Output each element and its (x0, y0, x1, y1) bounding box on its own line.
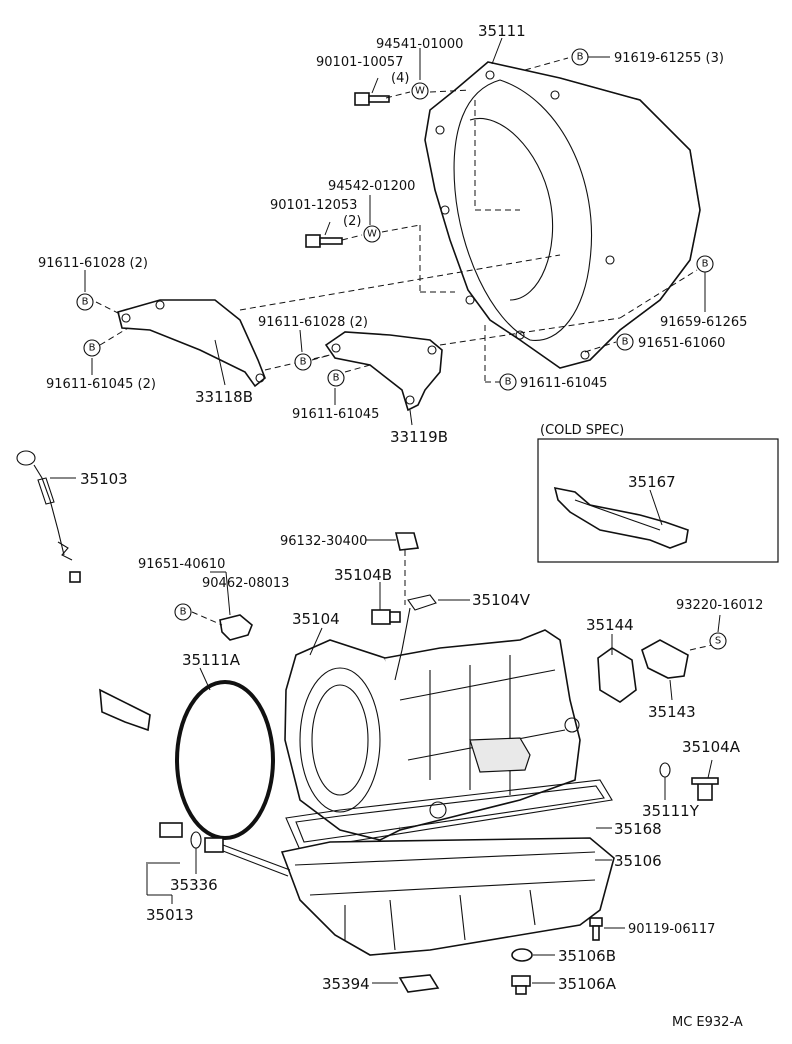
o-ring-35336 (190, 831, 202, 849)
dipstick-35103 (16, 450, 73, 561)
label-35111y: 35111Y (642, 802, 700, 820)
label-35104a: 35104A (682, 738, 741, 756)
label-91611-61028-b: 91611-61028 (2) (258, 315, 368, 330)
label-35111a: 35111A (182, 651, 241, 669)
plate-35144 (597, 647, 637, 703)
label-90101-10057: 90101-10057 (316, 55, 403, 70)
label-35106: 35106 (614, 852, 662, 870)
label-91611-61028-a: 91611-61028 (2) (38, 256, 148, 271)
label-91611-61045-a: 91611-61045 (2) (46, 377, 156, 392)
clamp-90462-08013 (219, 614, 253, 641)
circle-symbol-b: B (571, 48, 589, 66)
label-91611-61045-b: 91611-61045 (292, 407, 379, 422)
plate-35167 (553, 486, 689, 549)
circle-symbol-b: B (616, 333, 634, 351)
circle-symbol-b: B (499, 373, 517, 391)
hose-fitting (204, 837, 291, 877)
symbol-letter: B (82, 297, 89, 308)
bracket-33118b (117, 299, 266, 388)
sensor-35104b (371, 609, 401, 625)
symbol-letter: S (715, 636, 721, 647)
label-94542-01200: 94542-01200 (328, 179, 415, 194)
o-ring-35111y (659, 762, 671, 778)
label-35168: 35168 (614, 820, 662, 838)
label-35013: 35013 (146, 906, 194, 924)
label-35394: 35394 (322, 975, 370, 993)
label-91611-61045-c: 91611-61045 (520, 376, 607, 391)
symbol-letter: B (180, 607, 187, 618)
symbol-letter: B (622, 337, 629, 348)
o-ring-35111a (175, 680, 275, 840)
label-90462-08013: 90462-08013 (202, 576, 289, 591)
label-91651-61060: 91651-61060 (638, 336, 725, 351)
bell-housing-35111 (424, 61, 701, 369)
clip-96132-30400 (394, 532, 420, 551)
label-90101-12053: 90101-12053 (270, 198, 357, 213)
label-35111: 35111 (478, 22, 526, 40)
cold-spec-box (537, 438, 779, 563)
bolt-90101-12053 (305, 234, 343, 248)
label-35104b: 35104B (334, 566, 392, 584)
circle-symbol-b: B (696, 255, 714, 273)
circle-symbol-b: B (294, 353, 312, 371)
label-91619-61255: 91619-61255 (3) (614, 51, 724, 66)
bolt-90119-06117 (589, 917, 603, 941)
circle-symbol-w: W (411, 82, 429, 100)
leader-lines (50, 37, 721, 984)
label-91651-40610: 91651-40610 (138, 557, 225, 572)
label-footer-code: MC E932-A (672, 1015, 743, 1030)
circle-symbol-w: W (363, 225, 381, 243)
circle-symbol-b: B (327, 369, 345, 387)
label-35144: 35144 (586, 616, 634, 634)
symbol-letter: B (702, 259, 709, 270)
washer-35106b (511, 948, 533, 962)
circle-symbol-b: B (83, 339, 101, 357)
label-35336: 35336 (170, 876, 218, 894)
label-91659-61265: 91659-61265 (660, 315, 747, 330)
bracket-33119b (324, 331, 443, 412)
bolt-90101-10057 (354, 92, 390, 106)
label-93220-16012: 93220-16012 (676, 598, 763, 613)
label-35106a: 35106A (558, 975, 617, 993)
oil-pan-35106 (280, 837, 615, 956)
label-35106b: 35106B (558, 947, 616, 965)
breather-35104v (394, 594, 437, 681)
symbol-letter: B (333, 373, 340, 384)
label-33118b: 33118B (195, 388, 253, 406)
label-35104v: 35104V (472, 591, 531, 609)
plate-35143 (641, 639, 689, 679)
symbol-letter: W (367, 229, 377, 240)
label-35104: 35104 (292, 610, 340, 628)
label-90119-06117: 90119-06117 (628, 922, 715, 937)
label-94541-01000: 94541-01000 (376, 37, 463, 52)
plug-35104a (691, 777, 719, 801)
label-90101-10057-qty: (4) (391, 71, 409, 86)
label-35167: 35167 (628, 473, 676, 491)
filler-tube-35013 (69, 571, 183, 838)
part-labels: 35111 94541-01000 90101-10057 (4) 91619-… (38, 22, 763, 1030)
symbol-letter: W (415, 86, 425, 97)
pad-35394 (398, 974, 440, 993)
circle-symbol-s: S (709, 632, 727, 650)
circle-symbol-b: B (76, 293, 94, 311)
transmission-case-35104 (284, 629, 581, 841)
symbol-letter: B (300, 357, 307, 368)
label-96132-30400: 96132-30400 (280, 534, 367, 549)
symbol-letter: B (505, 377, 512, 388)
label-90101-12053-qty: (2) (343, 214, 361, 229)
label-35143: 35143 (648, 703, 696, 721)
circle-symbol-b: B (174, 603, 192, 621)
label-33119b: 33119B (390, 428, 448, 446)
symbol-letter: B (577, 52, 584, 63)
label-35103: 35103 (80, 470, 128, 488)
label-cold-spec: (COLD SPEC) (540, 423, 624, 438)
symbol-letter: B (89, 343, 96, 354)
drain-plug-35106a (511, 975, 531, 995)
